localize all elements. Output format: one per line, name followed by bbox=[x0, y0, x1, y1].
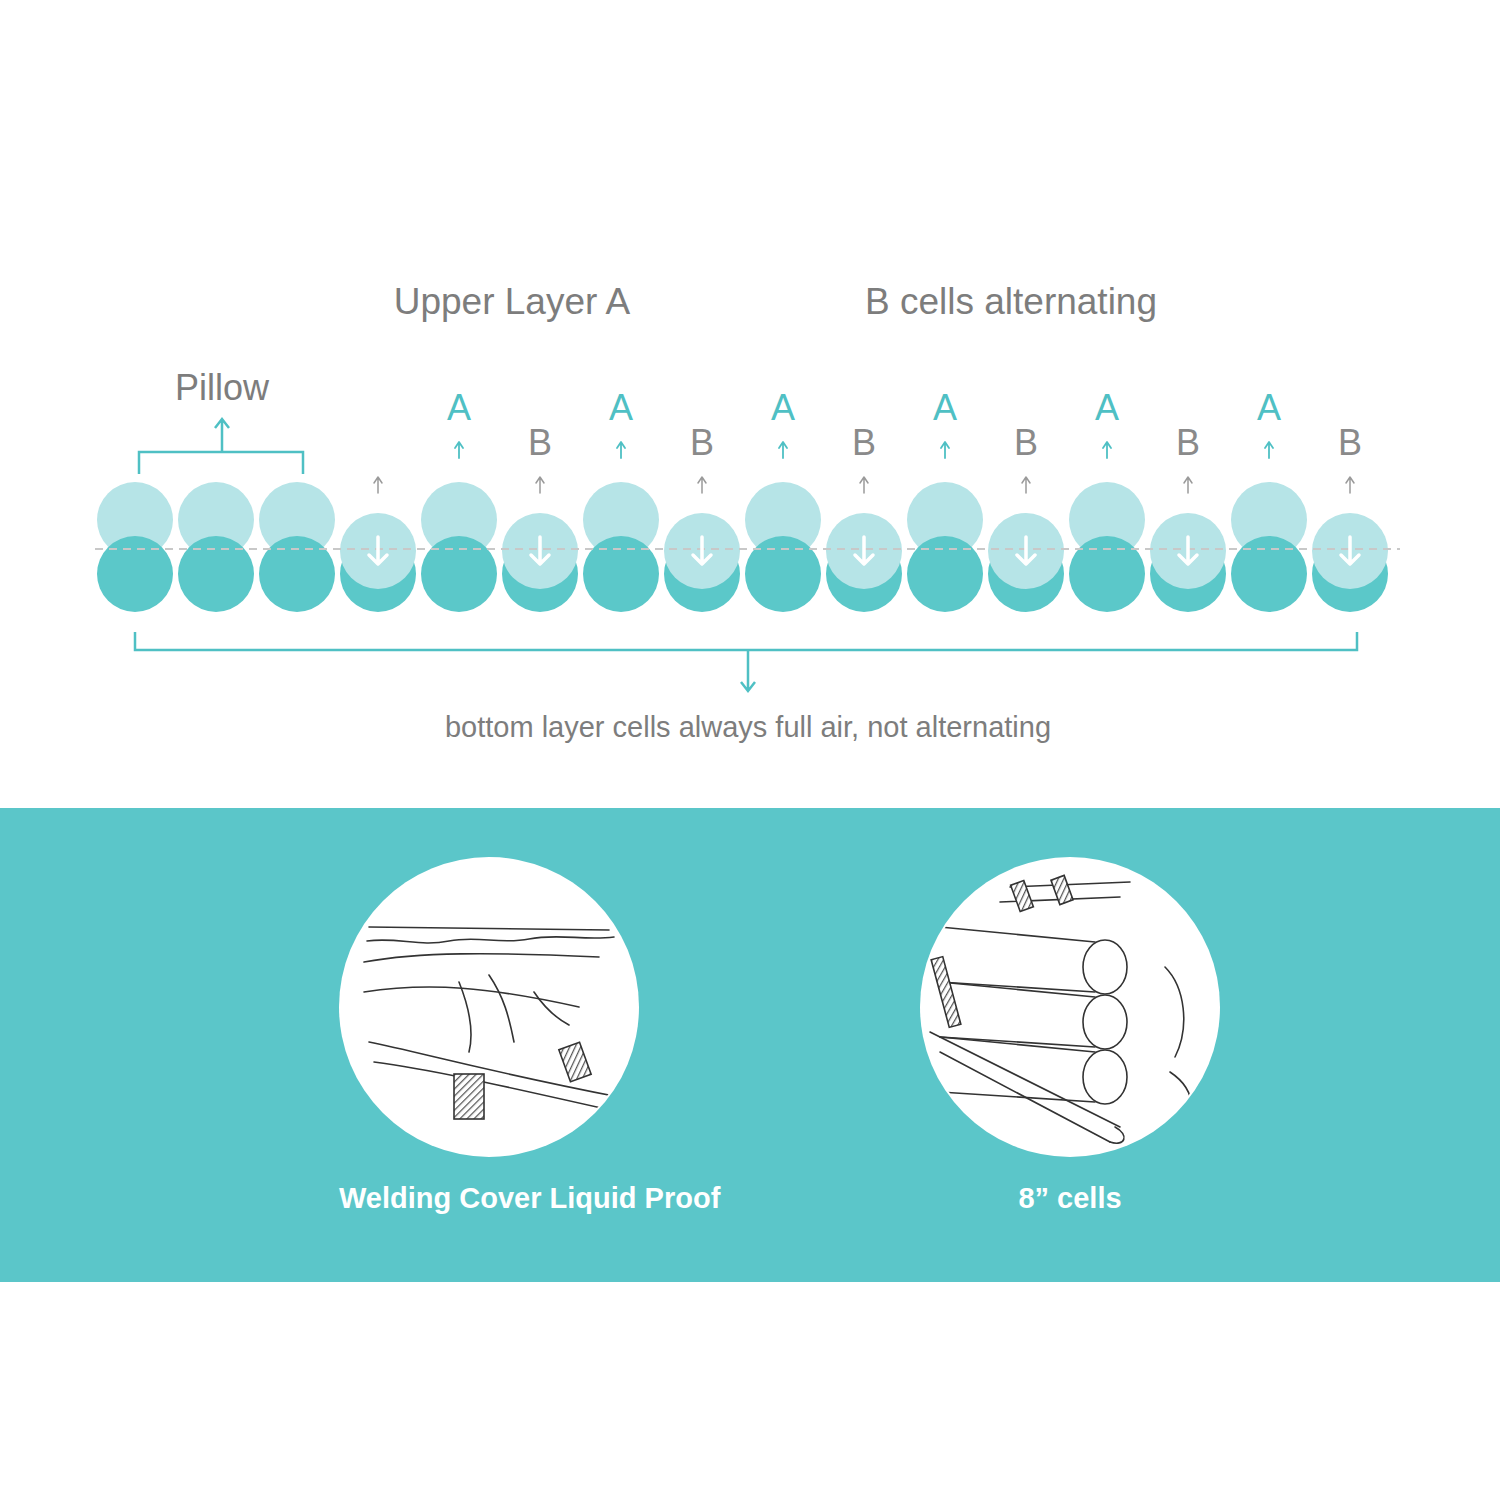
feature-caption: 8” cells bbox=[920, 1182, 1220, 1215]
layer-title: Upper Layer A bbox=[394, 282, 631, 323]
bottom-bracket bbox=[135, 632, 1357, 691]
cell-a-label: A bbox=[1095, 388, 1119, 428]
feature-illustration bbox=[339, 857, 639, 1157]
cell-b-label: B bbox=[1176, 423, 1200, 463]
feature-caption: Welding Cover Liquid Proof bbox=[339, 1182, 639, 1215]
pillow-label: Pillow bbox=[175, 368, 269, 408]
cell-a-label: A bbox=[1257, 388, 1281, 428]
cell-a-label: A bbox=[609, 388, 633, 428]
cell-a-label: A bbox=[933, 388, 957, 428]
feature-circle: Welding Cover Liquid Proof bbox=[339, 857, 639, 1215]
pillow-bracket bbox=[139, 419, 303, 474]
cell-b-label: B bbox=[1014, 423, 1038, 463]
cell-b-label: B bbox=[852, 423, 876, 463]
cell-b-label: B bbox=[1338, 423, 1362, 463]
cell-a-label: A bbox=[447, 388, 471, 428]
teal-band bbox=[0, 808, 1500, 1282]
cell-b-label: B bbox=[528, 423, 552, 463]
air-cells bbox=[97, 482, 1388, 612]
bottom-note: bottom layer cells always full air, not … bbox=[445, 712, 1051, 744]
layer-title: B cells alternating bbox=[865, 282, 1157, 323]
dashed-line bbox=[95, 548, 1400, 550]
feature-illustration bbox=[920, 857, 1220, 1157]
feature-circle: 8” cells bbox=[920, 857, 1220, 1215]
cell-b-label: B bbox=[690, 423, 714, 463]
cell-a-label: A bbox=[771, 388, 795, 428]
